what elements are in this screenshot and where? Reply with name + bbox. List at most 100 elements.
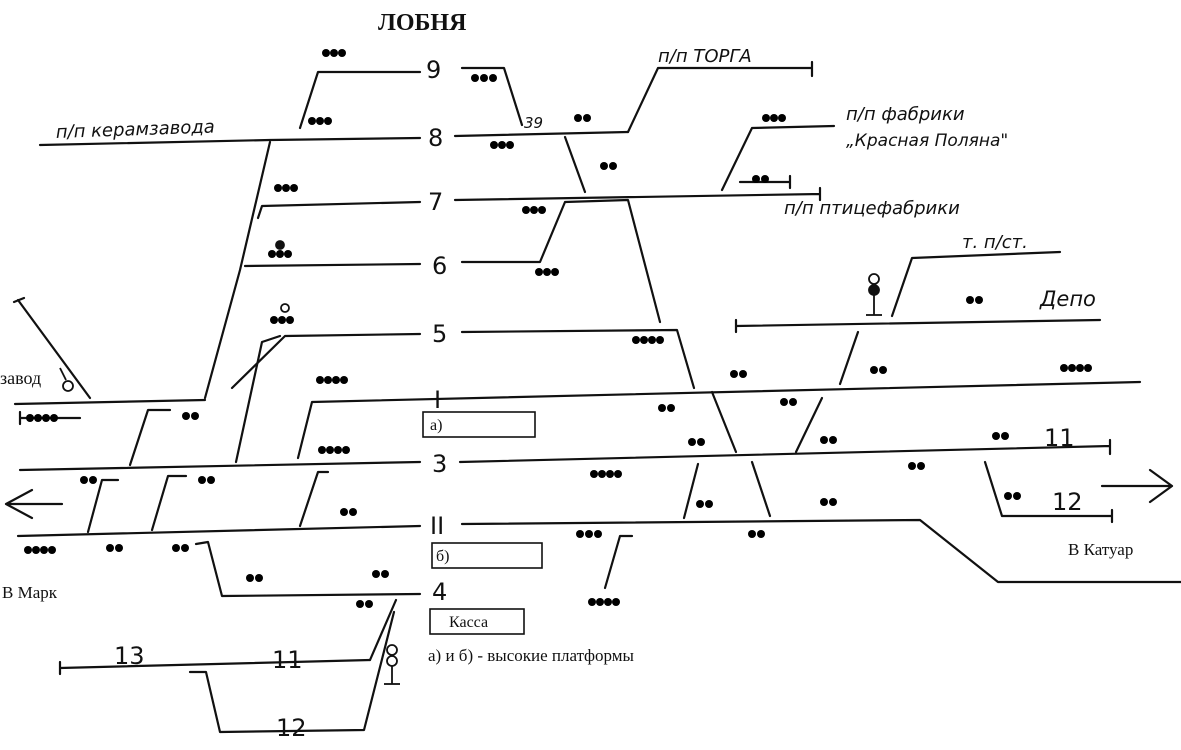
signal-icon [18, 545, 58, 555]
track-number-11: 11 [1044, 424, 1075, 452]
signal-lamp-icon [280, 303, 290, 313]
siding-keramzavod: п/п керамзавода [55, 116, 215, 143]
signal-icon [306, 116, 336, 126]
track-I [296, 380, 1142, 460]
siding-labels: п/п керамзавода п/п ТОРГА п/п фабрики „К… [0, 46, 1096, 388]
track-torga [626, 60, 814, 134]
track-II-right [460, 518, 1181, 584]
signal-icon [104, 543, 126, 553]
signal-icon [818, 435, 840, 445]
platforms: а) б) Касса а) и б) - высокие платформы [422, 411, 635, 665]
siding-zavod: завод [0, 368, 41, 388]
track-II-right-switch-2 [750, 460, 772, 518]
signal-icon [778, 397, 800, 407]
track-number-I: I [434, 386, 441, 414]
switch-label-39: 39 [524, 114, 543, 132]
track-number-12: 12 [1052, 488, 1083, 516]
track-number-8: 8 [428, 124, 443, 152]
track-3 [18, 460, 422, 472]
signal-icon [268, 315, 298, 325]
signal-icon [964, 295, 986, 305]
track-4-right [603, 534, 634, 590]
track-number-11-left: 11 [272, 646, 303, 674]
signal-icon [520, 205, 550, 215]
signal-icon [582, 597, 622, 607]
direction-katuar: В Катуар [1068, 540, 1133, 559]
track-II-mid-switch [298, 470, 330, 528]
signal-icon [533, 267, 563, 277]
signal-icon [656, 403, 678, 413]
track-6-right [460, 198, 662, 324]
siding-ptitsefabrika: п/п птицефабрики [784, 198, 960, 219]
track-tpst [890, 250, 1062, 318]
signal-icon [244, 573, 266, 583]
signal-icon [272, 183, 302, 193]
signal-icon [902, 461, 928, 471]
track-zavod [12, 296, 92, 400]
platforms-note: а) и б) - высокие платформы [428, 646, 635, 665]
track-numbers: 9 8 7 6 5 I 3 II 4 11 12 13 11 12 39 [114, 56, 1083, 742]
track-5 [230, 332, 422, 390]
signal-icon [266, 249, 296, 259]
siding-depo: Депо [1039, 287, 1096, 311]
track-11 [58, 658, 372, 676]
signal-icon [170, 543, 192, 553]
signal-icon [180, 411, 202, 421]
signal-icon [598, 161, 620, 171]
signal-icon [316, 445, 354, 455]
tracks [12, 60, 1181, 734]
track-11-switch [368, 598, 398, 662]
track-7-right [453, 186, 822, 202]
track-I-left [128, 408, 172, 467]
signal-icon [728, 369, 750, 379]
track-8-right [453, 130, 630, 138]
platform-b [431, 542, 543, 569]
track-I-switch-2 [794, 396, 824, 454]
track-number-6: 6 [432, 252, 447, 280]
direction-mark: В Марк [2, 583, 58, 602]
signal-icon [868, 365, 890, 375]
track-9-right [460, 66, 524, 127]
siding-fabrika: п/п фабрики [846, 104, 965, 125]
track-7 [256, 200, 422, 220]
signal-icon [78, 475, 100, 485]
signal-icon [314, 375, 352, 385]
signal-icon [990, 431, 1012, 441]
signals [18, 48, 1096, 685]
signal-icon [465, 73, 499, 83]
ladder-left [203, 140, 272, 400]
track-I-switch [710, 390, 738, 454]
signal-icon [584, 469, 624, 479]
signal-icon [488, 140, 518, 150]
siding-torga: п/п ТОРГА [658, 46, 752, 67]
directions: В Марк В Катуар [2, 468, 1174, 602]
mast-signal-icon [384, 644, 400, 685]
signal-icon [686, 437, 708, 447]
signal-icon [572, 113, 594, 123]
signal-icon [20, 413, 60, 423]
track-number-II: II [430, 512, 444, 540]
track-8-switch-down [563, 135, 587, 194]
platform-a [422, 411, 536, 438]
track-fabrika [720, 124, 836, 192]
track-depo [734, 318, 1102, 334]
track-12-bottom [188, 610, 396, 734]
platform-a-label: а) [430, 417, 442, 434]
signal-icon [320, 48, 350, 58]
track-number-9: 9 [426, 56, 441, 84]
track-12 [983, 460, 1114, 524]
kassa-box [429, 608, 525, 635]
station-title: ЛОБНЯ [378, 10, 466, 36]
zavod-signal-icon [59, 367, 74, 392]
track-8 [38, 136, 422, 147]
track-depo-branch [838, 330, 860, 386]
signal-icon [338, 507, 360, 517]
track-5-right [460, 328, 696, 390]
track-II-right-switch [682, 462, 700, 520]
arrow-right-icon [1100, 468, 1174, 504]
signal-icon [746, 529, 768, 539]
track-6 [243, 262, 422, 268]
track-4 [194, 540, 422, 598]
track-number-13: 13 [114, 642, 145, 670]
